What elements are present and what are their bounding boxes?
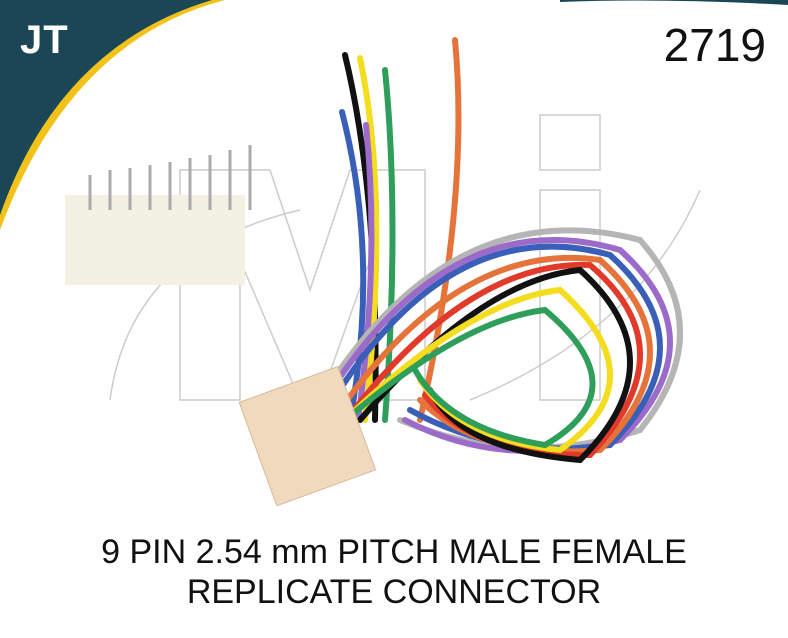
brand-label: JT: [20, 18, 69, 62]
caption-line-2: REPLICATE CONNECTOR: [186, 573, 602, 611]
caption-line-1: 9 PIN 2.54 mm PITCH MALE FEMALE: [101, 533, 687, 571]
product-code: 2719: [663, 19, 766, 71]
female-housing-connector: [238, 365, 377, 507]
corner-banner: [0, 0, 212, 215]
male-header-connector: [65, 145, 252, 285]
corner-banner-right: [560, 0, 788, 5]
wires: [317, 37, 683, 464]
